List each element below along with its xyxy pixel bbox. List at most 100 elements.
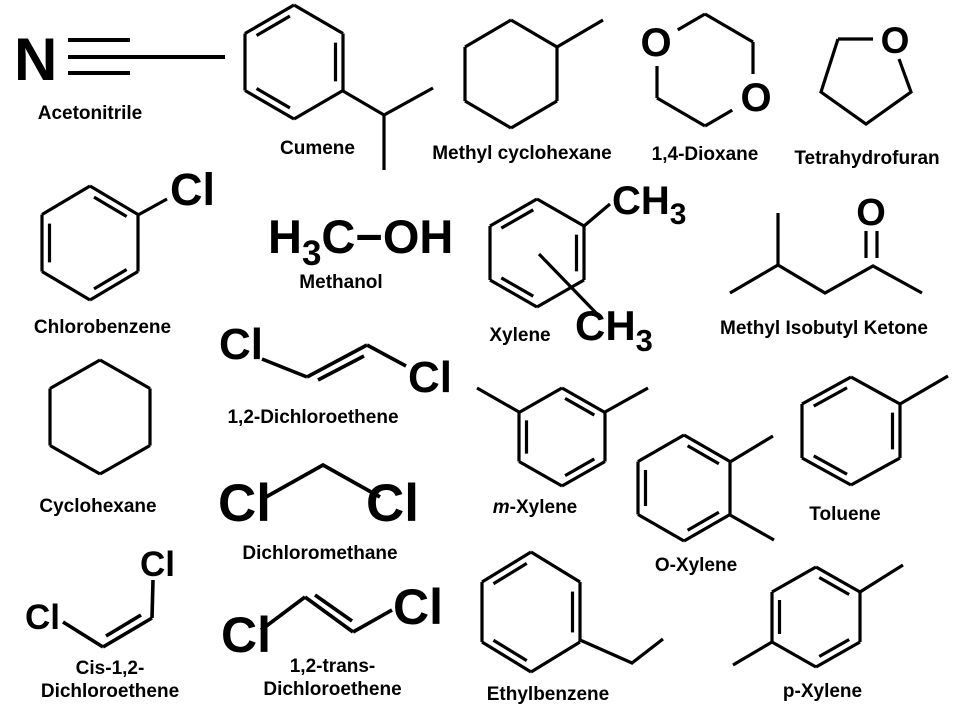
bond-line bbox=[41, 270, 91, 302]
bond-line bbox=[530, 640, 581, 674]
bond-line bbox=[536, 197, 585, 228]
bond-line bbox=[244, 3, 295, 35]
bonds-m-xylene bbox=[476, 386, 649, 414]
methanol-c: C bbox=[321, 210, 355, 263]
atom-o-mibk: O bbox=[856, 192, 886, 234]
bond-line bbox=[812, 386, 848, 408]
label-m-xylene: m-Xylene bbox=[480, 496, 590, 519]
atom-cl-right-dce: Cl bbox=[408, 353, 452, 402]
structure-methyl-cyclohexane bbox=[463, 18, 559, 130]
label-dichloroethene-12: 1,2-Dichloroethene bbox=[227, 407, 399, 428]
structure-ethylbenzene bbox=[480, 550, 582, 674]
bond-line bbox=[704, 12, 754, 44]
label-cyclohexane: Cyclohexane bbox=[39, 496, 157, 517]
label-m-xylene-prefix: m bbox=[492, 497, 510, 518]
bond-line bbox=[637, 433, 685, 463]
label-methanol: Methanol bbox=[299, 272, 383, 293]
bond-line bbox=[819, 38, 913, 126]
label-m-xylene-rest: -Xylene bbox=[509, 497, 578, 518]
atom-cl-left-dcm: Cl bbox=[218, 474, 271, 533]
label-o-xylene: O-Xylene bbox=[654, 555, 738, 576]
bond-line bbox=[492, 562, 528, 586]
atom-o-tetrahydrofuran: O bbox=[881, 20, 910, 61]
bond-line bbox=[771, 640, 817, 669]
structure-m-xylene bbox=[517, 386, 607, 488]
bond-line bbox=[530, 550, 581, 584]
bond-line bbox=[342, 86, 434, 117]
bond-line bbox=[564, 397, 596, 417]
bond-line bbox=[500, 208, 535, 230]
atom-cl-top-cis: Cl bbox=[140, 545, 175, 584]
bonds-o-xylene bbox=[729, 434, 775, 542]
atom-n-acetonitrile: N bbox=[14, 26, 57, 93]
bond-line bbox=[850, 375, 901, 406]
structure-toluene bbox=[800, 375, 902, 487]
bond-line bbox=[293, 3, 344, 35]
bonds-toluene bbox=[899, 374, 949, 406]
bonds-cumene bbox=[342, 86, 434, 170]
label-p-xylene: p-Xylene bbox=[782, 681, 863, 702]
label-xylene: Xylene bbox=[489, 325, 551, 346]
bonds-ethylbenzene bbox=[579, 637, 664, 665]
bond-line bbox=[476, 386, 520, 414]
bond-line bbox=[366, 343, 407, 368]
bonds-dichloroethene-12 bbox=[261, 343, 407, 382]
bonds-acetonitrile bbox=[68, 38, 225, 75]
bond-line bbox=[49, 444, 101, 476]
bond-line bbox=[49, 358, 101, 390]
bond-line bbox=[859, 563, 904, 594]
bond-line bbox=[815, 565, 861, 594]
bonds-p-xylene bbox=[732, 563, 904, 667]
xylene-ch3-top-sub: 3 bbox=[670, 198, 687, 231]
bond-line bbox=[561, 386, 606, 414]
bond-line bbox=[255, 14, 291, 37]
bond-line bbox=[771, 565, 817, 594]
bond-line bbox=[464, 99, 512, 130]
structure-p-xylene bbox=[770, 565, 862, 669]
atom-cl-right-dcm: Cl bbox=[366, 474, 419, 533]
bond-line bbox=[265, 462, 381, 499]
bond-line bbox=[352, 608, 393, 634]
bond-line bbox=[561, 460, 606, 488]
bond-line bbox=[261, 357, 308, 379]
bond-line bbox=[293, 89, 344, 121]
bond-line bbox=[150, 579, 155, 619]
bond-line bbox=[464, 18, 512, 49]
methanol-h: H bbox=[268, 210, 302, 263]
bond-line bbox=[683, 433, 731, 463]
bond-line bbox=[683, 513, 731, 543]
bond-line bbox=[244, 89, 295, 121]
structure-chlorobenzene bbox=[40, 184, 140, 302]
methanol-oh: OH bbox=[383, 210, 454, 263]
bonds-cis-dichloroethene bbox=[62, 579, 155, 649]
bond-line bbox=[259, 595, 307, 632]
bond-line bbox=[801, 375, 852, 406]
methanol-bond: − bbox=[355, 210, 382, 263]
label-acetonitrile: Acetonitrile bbox=[37, 103, 143, 124]
bond-line bbox=[489, 197, 538, 228]
bond-line bbox=[102, 616, 153, 649]
bond-line bbox=[481, 550, 532, 584]
bond-line bbox=[656, 96, 706, 128]
bond-line bbox=[99, 444, 151, 476]
atom-cl-left-cis: Cl bbox=[25, 598, 60, 637]
bonds-chlorobenzene bbox=[137, 197, 168, 217]
structure-xylene bbox=[488, 197, 586, 309]
xylene-ch3-bottom-ch: CH bbox=[575, 302, 636, 349]
bonds-tetrahydrofuran bbox=[819, 37, 913, 126]
bond-line bbox=[850, 456, 901, 487]
atom-o1-dioxane: O bbox=[640, 21, 671, 65]
bond-line bbox=[99, 358, 151, 390]
structure-cumene bbox=[243, 3, 345, 121]
bond-line bbox=[255, 87, 291, 110]
bond-line bbox=[729, 513, 775, 542]
bond-line bbox=[812, 454, 848, 476]
bond-line bbox=[818, 638, 850, 658]
bond-line bbox=[303, 595, 355, 634]
label-toluene: Toluene bbox=[809, 504, 881, 525]
bond-line bbox=[62, 620, 104, 649]
xylene-ch3-top: CH3 bbox=[612, 179, 686, 231]
bond-line bbox=[801, 456, 852, 487]
bond-line bbox=[518, 386, 563, 414]
